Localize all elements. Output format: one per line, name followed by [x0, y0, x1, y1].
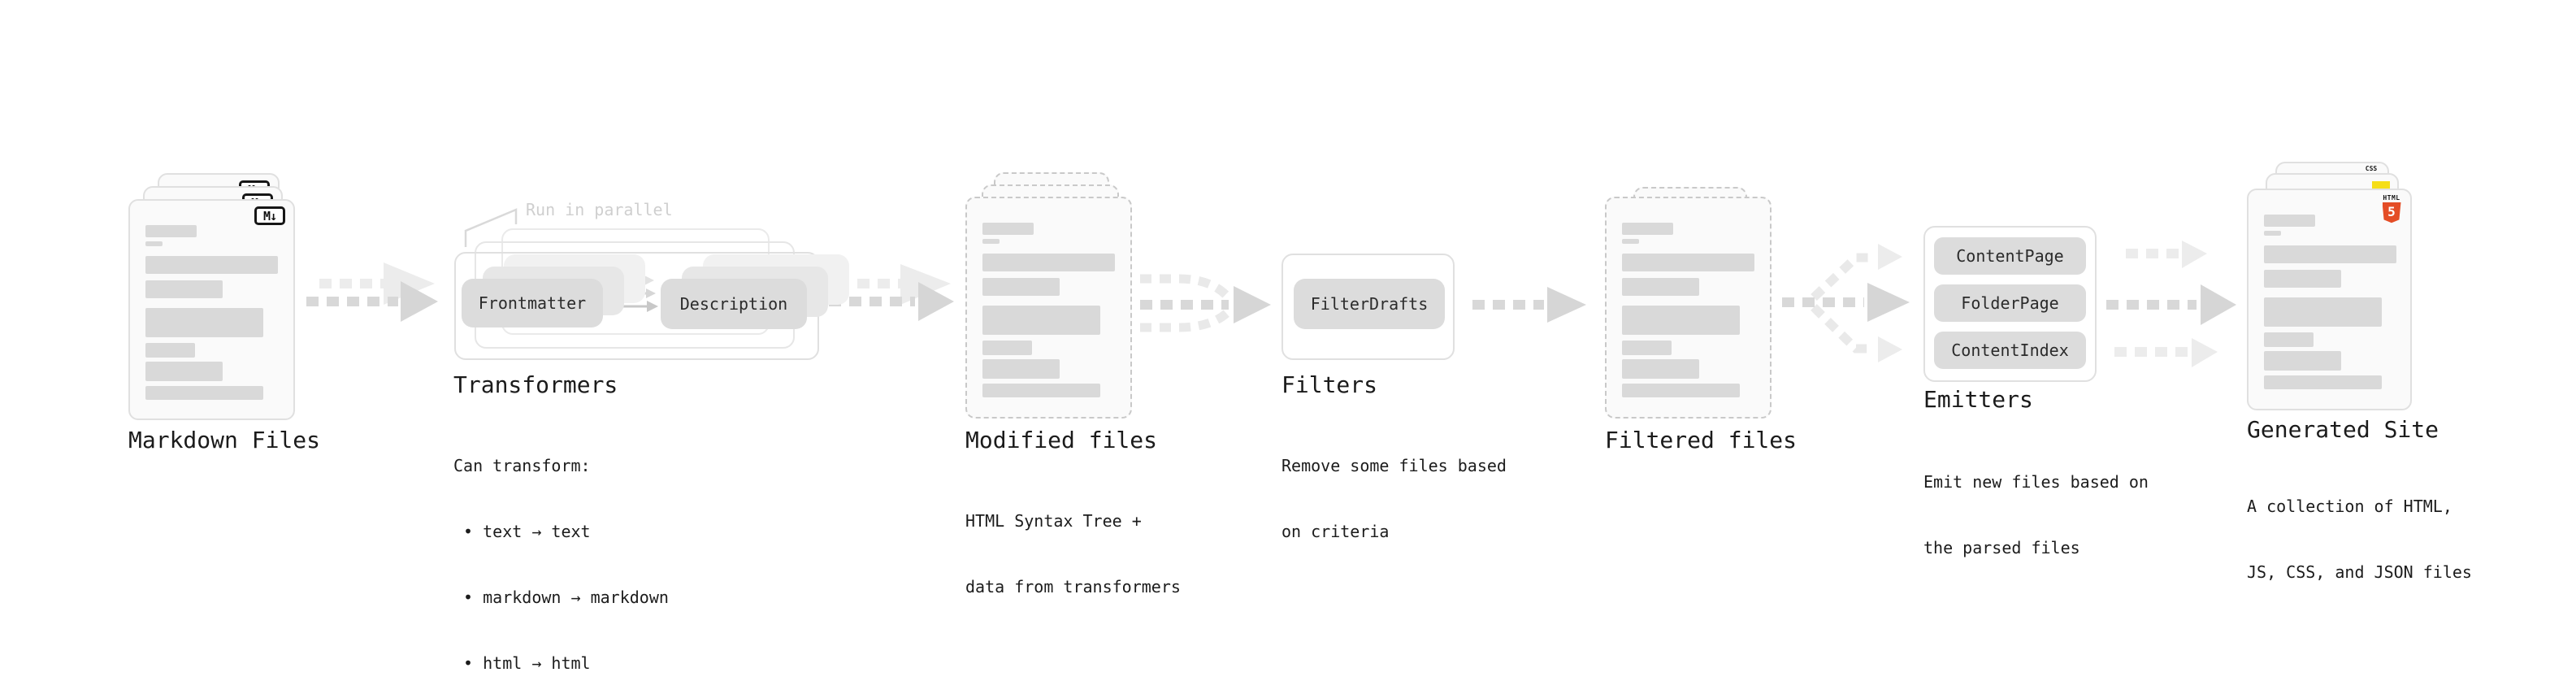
modified-file-card-front: [965, 197, 1132, 419]
emitters-frame: [1923, 226, 2097, 382]
folderpage-pill: FolderPage: [1934, 284, 2086, 322]
doc-content-bar: [145, 308, 263, 337]
flow-arrow-filters-to-filtered: [1472, 287, 1586, 323]
markdown-badge: M↓: [254, 206, 285, 225]
doc-content-bar: [1622, 384, 1740, 397]
filterdrafts-pill: FilterDrafts: [1294, 279, 1445, 329]
doc-content-bar: [2264, 332, 2314, 347]
filtered-file-card-front: [1605, 197, 1772, 419]
description-line: • html → html: [453, 653, 591, 673]
description-pill: Description: [661, 279, 807, 329]
description-line: data from transformers: [965, 577, 1181, 596]
doc-content-bar: [1622, 359, 1699, 379]
description-line: JS, CSS, and JSON files: [2247, 562, 2472, 582]
doc-content-bar: [145, 241, 163, 246]
doc-content-bar: [982, 384, 1100, 397]
transformers-description: Can transform: • text → text • markdown …: [453, 411, 669, 681]
description-line: Remove some files based: [1281, 456, 1507, 475]
html5-logo-icon: HTML 5: [2381, 194, 2402, 223]
note-callout-line: [464, 208, 518, 247]
flow-arrow-modified-to-filters-merge: [1140, 274, 1271, 332]
doc-content-bar: [1622, 278, 1699, 296]
modified-files-description: HTML Syntax Tree + data from transformer…: [965, 466, 1181, 642]
doc-content-bar: [2264, 297, 2382, 327]
html5-shield-icon: 5: [2382, 202, 2401, 223]
doc-content-bar: [145, 386, 263, 400]
doc-content-bar: [145, 362, 223, 381]
doc-content-bar: [145, 280, 223, 298]
markdown-file-card-front: M↓: [128, 199, 295, 420]
doc-content-bar: [2264, 215, 2315, 227]
description-line: • text → text: [453, 522, 591, 541]
emitters-description: Emit new files based on the parsed files: [1923, 427, 2149, 603]
stage-label-markdown-files: Markdown Files: [128, 427, 321, 453]
run-in-parallel-note: Run in parallel: [526, 200, 673, 219]
generated-html-file-card: HTML 5: [2247, 189, 2412, 410]
description-line: Can transform:: [453, 456, 591, 475]
stage-label-transformers: Transformers: [453, 371, 618, 398]
stage-label-modified-files: Modified files: [965, 427, 1158, 453]
frontmatter-pill: Frontmatter: [462, 279, 603, 327]
doc-content-bar: [1622, 254, 1754, 271]
contentindex-pill: ContentIndex: [1934, 332, 2086, 369]
stage-label-filtered-files: Filtered files: [1605, 427, 1798, 453]
doc-content-bar: [2264, 231, 2281, 236]
description-line: on criteria: [1281, 522, 1390, 541]
doc-content-bar: [2264, 375, 2382, 389]
doc-content-bar: [982, 239, 1000, 244]
doc-content-bar: [982, 223, 1034, 235]
stage-label-filters: Filters: [1281, 371, 1378, 398]
doc-content-bar: [2264, 351, 2341, 371]
description-line: A collection of HTML,: [2247, 497, 2452, 516]
generated-site-description: A collection of HTML, JS, CSS, and JSON …: [2247, 452, 2472, 627]
doc-content-bar: [145, 256, 278, 274]
filters-frame: [1281, 254, 1455, 360]
doc-content-bar: [982, 340, 1032, 355]
filters-description: Remove some files based on criteria: [1281, 411, 1507, 587]
doc-content-bar: [145, 343, 195, 358]
doc-content-bar: [2264, 270, 2341, 288]
doc-content-bar: [2264, 245, 2396, 263]
doc-content-bar: [1622, 239, 1639, 244]
doc-content-bar: [982, 278, 1060, 296]
description-line: HTML Syntax Tree +: [965, 511, 1142, 531]
doc-content-bar: [1622, 306, 1740, 335]
doc-content-bar: [982, 254, 1115, 271]
stage-label-emitters: Emitters: [1923, 386, 2033, 413]
doc-content-bar: [1622, 340, 1672, 355]
contentpage-pill: ContentPage: [1934, 237, 2086, 275]
doc-content-bar: [1622, 223, 1673, 235]
doc-content-bar: [982, 359, 1060, 379]
description-line: Emit new files based on: [1923, 472, 2149, 492]
flow-arrows-emitters-to-generated: [2106, 241, 2236, 367]
flow-arrow-filtered-to-emitters-branch: [1782, 244, 1910, 362]
stage-label-generated-site: Generated Site: [2247, 416, 2439, 443]
javascript-icon: [2372, 181, 2390, 189]
description-line: the parsed files: [1923, 538, 2080, 557]
doc-content-bar: [145, 225, 197, 237]
description-line: • markdown → markdown: [453, 588, 669, 607]
flow-arrow-markdown-to-transformers: [306, 262, 438, 322]
doc-content-bar: [982, 306, 1100, 335]
